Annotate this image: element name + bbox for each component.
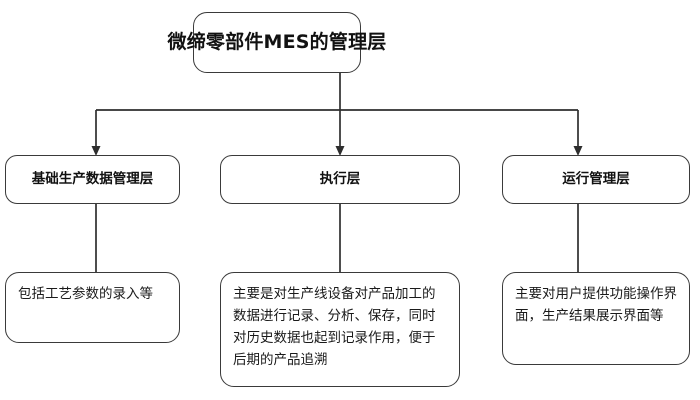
node-layer-operation[interactable]: 运行管理层 xyxy=(502,155,690,204)
node-layer-operation-label: 运行管理层 xyxy=(562,171,630,188)
node-layer-execution-label: 执行层 xyxy=(319,171,361,188)
node-layer-basic-label: 基础生产数据管理层 xyxy=(31,171,154,188)
node-layer-execution[interactable]: 执行层 xyxy=(220,155,460,204)
node-root-title[interactable]: 微缔零部件MES的管理层 xyxy=(168,12,386,73)
node-desc-execution-label: 主要是对生产线设备对产品加工的数据进行记录、分析、保存，同时对历史数据也起到记录… xyxy=(233,286,436,368)
node-desc-basic-label: 包括工艺参数的录入等 xyxy=(18,286,153,302)
node-desc-operation[interactable]: 主要对用户提供功能操作界面，生产结果展示界面等 xyxy=(502,272,690,365)
node-layer-basic[interactable]: 基础生产数据管理层 xyxy=(5,155,180,204)
node-root-title-label: 微缔零部件MES的管理层 xyxy=(167,31,387,54)
node-desc-operation-label: 主要对用户提供功能操作界面，生产结果展示界面等 xyxy=(515,286,677,324)
node-desc-execution[interactable]: 主要是对生产线设备对产品加工的数据进行记录、分析、保存，同时对历史数据也起到记录… xyxy=(220,272,460,387)
node-desc-basic[interactable]: 包括工艺参数的录入等 xyxy=(5,272,180,343)
